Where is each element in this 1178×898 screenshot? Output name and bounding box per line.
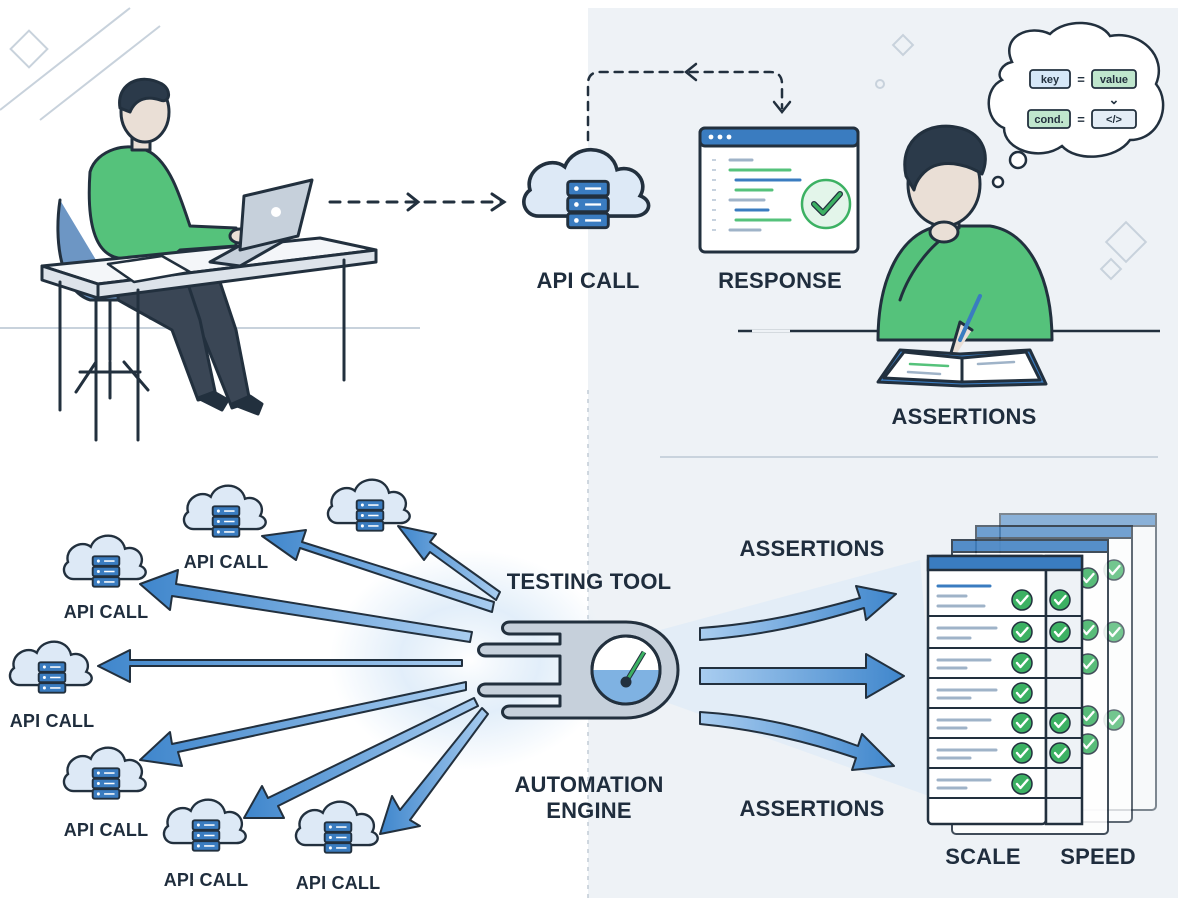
scale-label: SCALE [945, 844, 1021, 869]
bubble-value: value [1100, 74, 1128, 86]
bubble-equals-2: = [1077, 112, 1085, 127]
checkmark-icon [800, 178, 852, 230]
bubble-key: key [1041, 74, 1060, 86]
api-call-upper-left-label: API CALL [184, 552, 269, 572]
api-call-cloud-bottom-left [162, 798, 247, 852]
api-call-cloud-left-lower [62, 746, 147, 800]
api-call-cloud-upper-left [182, 484, 267, 538]
api-call-arrows [97, 525, 501, 835]
automation-engine-label-line1: AUTOMATION [514, 772, 663, 797]
api-call-label: API CALL [536, 268, 639, 293]
browser-window-icon [698, 126, 860, 254]
thinking-person [876, 124, 1054, 388]
thought-bubble: key = value ⌄ cond. = </> [987, 21, 1165, 189]
response-loop-arrow [586, 62, 792, 142]
assertion-arrows [699, 585, 905, 771]
checklist-stack [926, 513, 1157, 835]
bubble-cond: cond. [1034, 114, 1063, 126]
response-label: RESPONSE [718, 268, 842, 293]
decorative-shapes [0, 7, 1148, 329]
speed-label: SPEED [1060, 844, 1136, 869]
api-call-bottom-left-label: API CALL [164, 870, 249, 890]
api-call-left-middle-label: API CALL [10, 711, 95, 731]
bubble-arrow: ⌄ [1109, 92, 1120, 107]
request-arrow [328, 192, 507, 212]
api-call-cloud-bottom-right [294, 800, 379, 854]
bubble-code: </> [1106, 114, 1122, 126]
automation-engine-gauge [477, 620, 680, 720]
api-call-left-lower-label: API CALL [64, 820, 149, 840]
assertions-upper-label: ASSERTIONS [739, 536, 884, 561]
api-call-cloud-upper-right [326, 478, 411, 532]
api-call-cloud-left-middle [8, 640, 93, 694]
testing-tool-label: TESTING TOOL [507, 569, 672, 594]
automation-engine-label-line2: ENGINE [546, 798, 632, 823]
assertions-top-label: ASSERTIONS [891, 404, 1036, 429]
laptop-logo-icon [271, 207, 281, 217]
developer-at-desk [40, 77, 378, 442]
bubble-equals-1: = [1077, 72, 1085, 87]
assertions-lower-label: ASSERTIONS [739, 796, 884, 821]
api-call-bottom-right-label: API CALL [296, 873, 381, 893]
api-call-cloud-left-upper [62, 534, 147, 588]
api-call-left-upper-label: API CALL [64, 602, 149, 622]
